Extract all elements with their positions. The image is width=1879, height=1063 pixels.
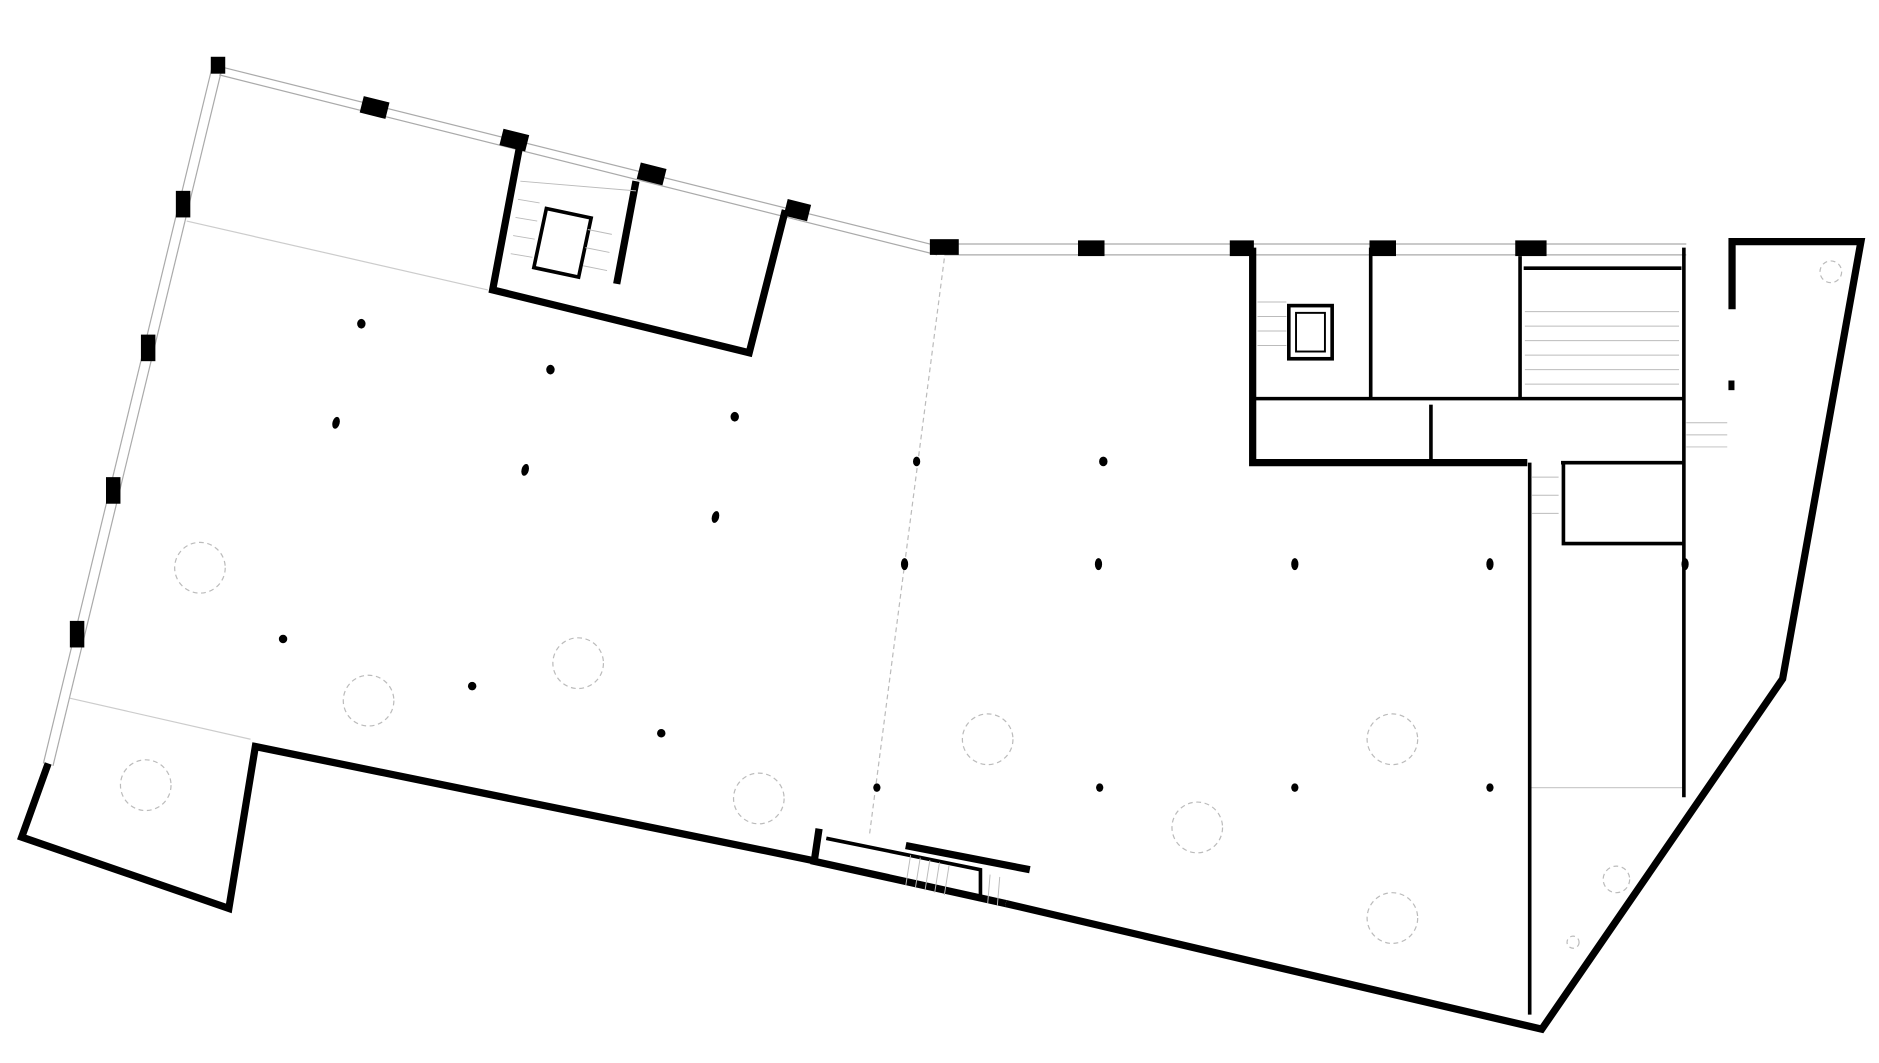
facade-piers [69, 56, 1547, 648]
tree-outlines [119, 260, 1843, 949]
structural-columns [278, 318, 1689, 792]
stair-core-left [488, 141, 789, 358]
entrance-stair [825, 836, 1001, 907]
glazing-lines [42, 65, 1687, 834]
service-core-right [1249, 247, 1735, 1015]
exterior-walls [17, 237, 1866, 1034]
